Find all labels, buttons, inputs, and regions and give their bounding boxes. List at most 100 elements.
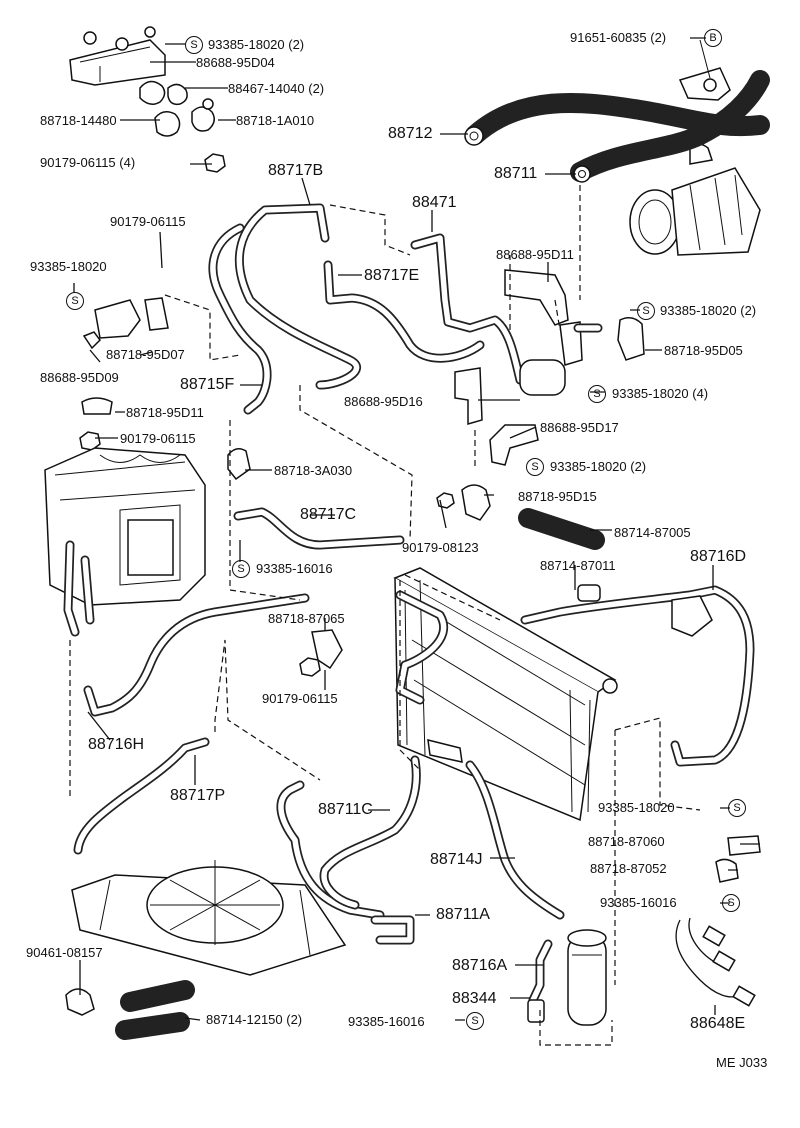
bracket-88688-95d17 xyxy=(489,424,539,466)
pipe-88717b xyxy=(234,203,362,390)
label-88648e: 88648E xyxy=(690,1015,746,1032)
clip-88718-95d15 xyxy=(436,484,491,521)
label-88688-95d17: 88688-95D17 xyxy=(540,420,619,435)
clip-88718-87060 xyxy=(727,835,761,856)
label-90461-08157: 90461-08157 xyxy=(26,945,103,960)
label-88688-95d16: 88688-95D16 xyxy=(344,394,423,409)
label-88471: 88471 xyxy=(412,194,457,211)
label-88717p: 88717P xyxy=(170,787,226,804)
label-88715f: 88715F xyxy=(180,376,235,393)
leader-lines xyxy=(73,37,760,1021)
label-93385-18020-left: 93385-18020 xyxy=(30,259,107,274)
fitting-91651-60835 xyxy=(678,39,731,101)
receiver-drier xyxy=(567,929,607,1026)
label-90179-06115-4: 90179-06115 (4) xyxy=(40,155,136,170)
clip-90461-08157 xyxy=(65,988,95,1016)
label-93385-18020-2-right: 93385-18020 (2) xyxy=(660,303,757,318)
grommet-88714-87011 xyxy=(577,584,601,602)
pipe-88716a xyxy=(527,939,553,1023)
pipe-88716h xyxy=(83,593,310,717)
s-marker-mid: S xyxy=(526,458,544,476)
evaporator-unit xyxy=(44,447,206,637)
diagram-code: ME J033 xyxy=(716,1055,768,1070)
s-marker-left: S xyxy=(66,292,84,310)
harness-88648e xyxy=(675,917,756,1007)
label-88718-95d07: 88718-95D07 xyxy=(106,347,185,362)
hose-88711a xyxy=(370,915,415,945)
b-marker: B xyxy=(704,29,722,47)
s-marker-16016-a: S xyxy=(232,560,250,578)
pipe-88717e xyxy=(323,260,485,363)
bracket-88688-95d04 xyxy=(69,26,166,86)
label-88711: 88711 xyxy=(494,165,538,182)
bracket-88718-95d07 xyxy=(82,297,169,350)
condenser xyxy=(393,567,618,822)
reference-lines xyxy=(69,185,701,1046)
nut-90179-06115-b xyxy=(79,431,101,451)
pipe-88471 xyxy=(410,233,525,385)
clip-88718-95d11 xyxy=(81,397,113,415)
label-88467-14040: 88467-14040 (2) xyxy=(228,81,325,96)
hose-88714-12150 xyxy=(115,980,195,1040)
fitting-88712-end xyxy=(464,126,484,146)
label-88688-95d04: 88688-95D04 xyxy=(196,55,275,70)
label-90179-06115-c: 90179-06115 xyxy=(262,691,338,706)
s-marker-4: S xyxy=(588,385,606,403)
label-88718-95d05: 88718-95D05 xyxy=(664,343,743,358)
label-90179-06115-b: 90179-06115 xyxy=(120,431,196,446)
label-88718-3a030: 88718-3A030 xyxy=(274,463,353,478)
label-88716h: 88716H xyxy=(88,736,145,753)
label-88717e: 88717E xyxy=(364,267,420,284)
label-88718-95d11: 88718-95D11 xyxy=(126,405,204,420)
pipe-88717p xyxy=(73,737,210,855)
compressor xyxy=(629,143,761,256)
bracket-88718-95d05 xyxy=(617,317,645,361)
label-88688-95d09: 88688-95D09 xyxy=(40,370,119,385)
s-marker-right: S xyxy=(637,302,655,320)
label-88716d: 88716D xyxy=(690,548,747,565)
label-88711c: 88711C xyxy=(318,801,373,818)
pipe-88715f xyxy=(208,223,272,415)
nut-90179-06115-4 xyxy=(204,153,226,173)
fan-shroud xyxy=(71,860,347,976)
clip-88467-14040 xyxy=(139,80,188,106)
label-88714j: 88714J xyxy=(430,851,483,868)
pipe-88717c xyxy=(233,507,405,550)
label-90179-06115-a: 90179-06115 xyxy=(110,214,186,229)
pipe-88716d xyxy=(520,585,755,767)
label-88718-87052: 88718-87052 xyxy=(590,861,667,876)
label-88718-1a010: 88718-1A010 xyxy=(236,113,315,128)
label-90179-08123: 90179-08123 xyxy=(402,540,479,555)
bracket-88688-95d16 xyxy=(454,367,483,425)
hose-88711c xyxy=(276,755,421,920)
label-88717b: 88717B xyxy=(268,162,324,179)
label-88718-95d15: 88718-95D15 xyxy=(518,489,597,504)
label-88711a: 88711A xyxy=(436,906,490,923)
label-93385-16016-b: 93385-16016 xyxy=(600,895,677,910)
bracket-88688-95d11 xyxy=(504,269,569,326)
s-marker-16016-c: S xyxy=(466,1012,484,1030)
clip-88718-87052 xyxy=(715,858,739,883)
label-88716a: 88716A xyxy=(452,957,508,974)
label-88718-87065: 88718-87065 xyxy=(268,611,345,626)
fitting-88711-end xyxy=(573,165,591,183)
label-88344: 88344 xyxy=(452,990,497,1007)
label-88714-12150: 88714-12150 (2) xyxy=(206,1012,303,1027)
clip-88718-1a010 xyxy=(191,98,215,132)
label-93385-18020-2-top: 93385-18020 (2) xyxy=(208,37,305,52)
label-88714-87011: 88714-87011 xyxy=(540,558,616,573)
clip-88718-87065 xyxy=(299,629,343,677)
hose-88711 xyxy=(570,70,770,182)
label-93385-18020-b: 93385-18020 xyxy=(598,800,675,815)
clip-88718-3a030 xyxy=(227,448,251,481)
expansion-valve xyxy=(519,321,603,396)
label-88714-87005: 88714-87005 xyxy=(614,525,691,540)
label-88712: 88712 xyxy=(388,125,433,142)
hose-88714-87005 xyxy=(518,508,605,550)
label-88718-14480: 88718-14480 xyxy=(40,113,117,128)
s-marker-18020-b: S xyxy=(728,799,746,817)
label-91651-60835: 91651-60835 (2) xyxy=(570,30,667,45)
hose-88714j xyxy=(465,760,565,920)
label-88717c: 88717C xyxy=(300,506,357,523)
